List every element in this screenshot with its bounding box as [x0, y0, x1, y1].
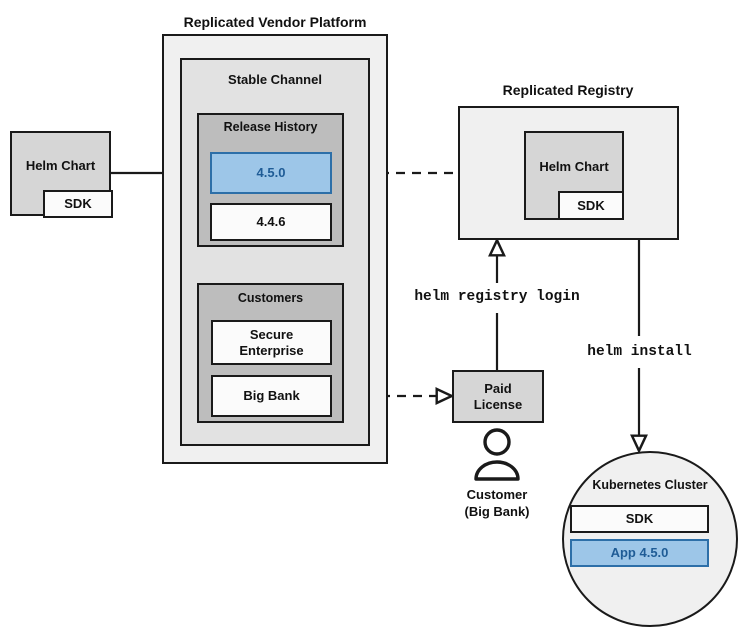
paid-license-line2: License — [473, 396, 523, 412]
release-history-title: Release History — [223, 120, 318, 134]
stable-channel-title: Stable Channel — [228, 72, 322, 87]
person-icon — [474, 428, 520, 481]
kubernetes-cluster-title: Kubernetes Cluster — [592, 478, 708, 492]
release-item-4-4-6[interactable]: 4.4.6 — [210, 203, 332, 241]
release-item-4-5-0[interactable]: 4.5.0 — [210, 152, 332, 194]
cluster-item-sdk: SDK — [570, 505, 709, 533]
paid-license-line1: Paid — [484, 381, 512, 397]
customer-secure-enterprise-line1: Secure — [249, 327, 294, 343]
customers-title: Customers — [237, 291, 304, 305]
source-sdk-label: SDK — [64, 196, 92, 212]
registry-helm-chart-label: Helm Chart — [539, 158, 609, 174]
customer-big-bank[interactable]: Big Bank — [211, 375, 332, 417]
platform-title: Replicated Vendor Platform — [183, 14, 367, 30]
registry-sdk-label: SDK — [577, 197, 605, 213]
source-sdk: SDK — [43, 190, 113, 218]
registry-sdk: SDK — [558, 191, 624, 220]
customer-actor-label: Customer (Big Bank) — [427, 487, 567, 521]
customer-secure-enterprise[interactable]: Secure Enterprise — [211, 320, 332, 365]
source-helm-chart-label: Helm Chart — [25, 157, 96, 173]
paid-license-box: Paid License — [452, 370, 544, 423]
cluster-item-app: App 4.5.0 — [570, 539, 709, 567]
command-helm-install: helm install — [587, 344, 692, 360]
customer-actor-line1: Customer — [466, 487, 528, 502]
command-registry-login: helm registry login — [414, 289, 580, 305]
registry-title: Replicated Registry — [502, 82, 634, 98]
customer-secure-enterprise-line2: Enterprise — [239, 342, 304, 358]
customer-actor-line2: (Big Bank) — [464, 503, 530, 519]
